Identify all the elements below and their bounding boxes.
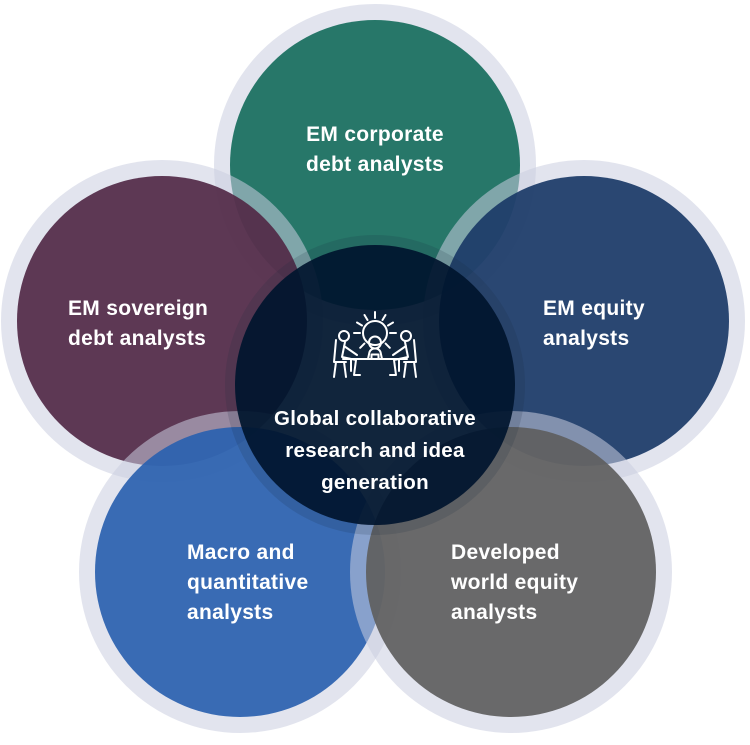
meeting-idea-icon [333, 311, 417, 378]
person-right-icon [389, 330, 417, 378]
person-left-icon [333, 330, 361, 378]
idea-bulb-icon [353, 311, 397, 360]
meeting-table-icon [342, 353, 408, 372]
